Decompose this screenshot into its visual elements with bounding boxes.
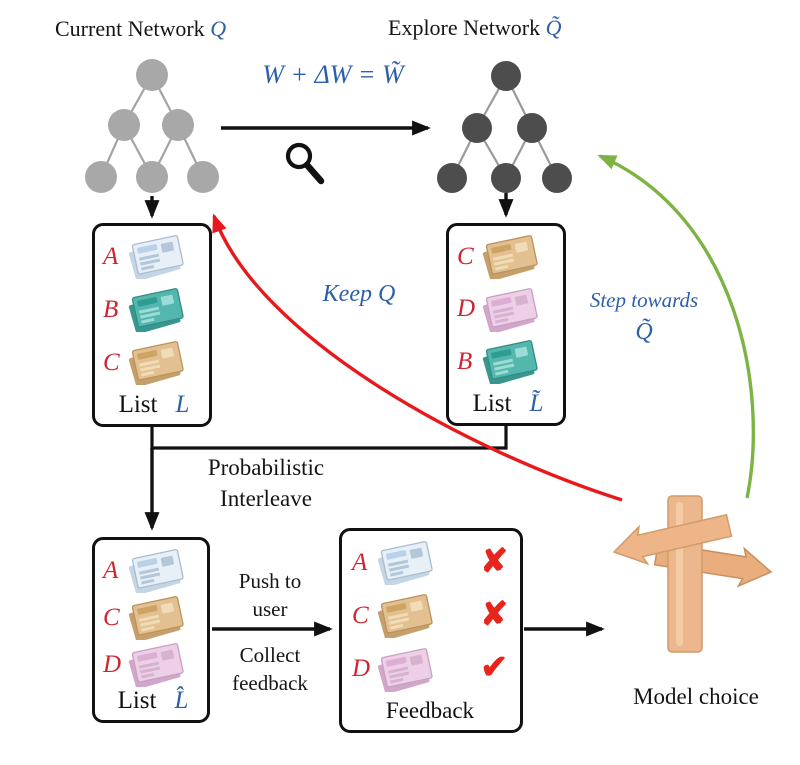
news-icon: [128, 286, 186, 332]
item-letter: C: [352, 601, 369, 629]
item-letter: D: [352, 655, 371, 683]
signpost-icon: [612, 495, 773, 653]
list-label: List: [118, 391, 158, 418]
step-towards-arrow: [597, 154, 756, 499]
check-mark-icon: ✔: [480, 650, 508, 687]
collect-feedback-label: Collect feedback: [208, 642, 332, 697]
keep-q-label: Keep Q: [322, 281, 396, 307]
list-item: D: [457, 286, 559, 332]
feedback-label: Feedback: [385, 697, 475, 723]
list-symbol: L̂: [174, 687, 189, 714]
list-label: List: [472, 389, 512, 417]
list-footer: List L̂: [103, 688, 203, 713]
explore-network-title: Explore Network Q̃: [388, 15, 562, 41]
news-icon: [128, 594, 186, 640]
interleave-connector: [150, 424, 508, 450]
item-letter: B: [103, 295, 119, 323]
weight-update-formula: W + ΔW = W̃: [262, 60, 404, 89]
item-letter: D: [457, 295, 476, 323]
list-item: B: [103, 286, 205, 332]
item-letter: C: [103, 603, 120, 631]
list-item: C: [103, 339, 205, 385]
feedback-item: A ✘: [352, 539, 508, 585]
push-line1: Push to: [238, 569, 302, 593]
cross-mark-icon: ✘: [480, 596, 508, 633]
explore-list-box: C D B List L̃: [446, 223, 566, 426]
step-towards-line2: Q̃: [635, 319, 653, 346]
list-symbol: L: [175, 391, 190, 418]
list-item: C: [457, 233, 559, 279]
collect-line1: Collect: [239, 643, 301, 667]
list-label: List: [117, 687, 157, 714]
news-icon: [128, 339, 186, 385]
current-list-box: A B C List L: [92, 223, 212, 427]
current-network-title: Current Network Q: [55, 16, 226, 42]
interleave-line1: Probabilistic: [207, 455, 325, 480]
item-letter: A: [352, 548, 368, 576]
news-icon: [377, 646, 435, 692]
current-network-title-label: Current Network: [55, 16, 205, 41]
feedback-item: D ✔: [352, 646, 508, 692]
item-letter: C: [457, 242, 474, 270]
push-to-user-label: Push to user: [214, 568, 326, 623]
news-icon: [128, 233, 186, 279]
item-letter: A: [103, 242, 119, 270]
news-icon: [128, 641, 186, 687]
explore-network-title-label: Explore Network: [388, 15, 541, 40]
list-footer: List L̃: [457, 391, 559, 416]
item-letter: B: [457, 347, 473, 375]
feedback-box: A ✘ C ✘ D ✔ Feedback: [339, 528, 523, 733]
step-towards-line1: Step towards: [589, 288, 699, 312]
feedback-item: C ✘: [352, 592, 508, 639]
current-network-symbol: Q: [210, 16, 227, 41]
current-network-graph: [85, 59, 219, 193]
list-symbol: L̃: [529, 389, 544, 417]
interleaved-list-box: A C D List L̂: [92, 537, 210, 723]
news-icon: [128, 547, 186, 593]
magnifier-icon: [285, 142, 325, 185]
interleave-line2: Interleave: [220, 486, 312, 512]
list-footer: List L: [103, 392, 205, 417]
step-towards-label: Step towards Q̃: [566, 287, 722, 347]
list-item: D: [103, 641, 203, 687]
item-letter: C: [103, 348, 120, 376]
model-choice-label: Model choice: [633, 684, 759, 709]
news-icon: [377, 539, 435, 585]
news-icon: [482, 286, 540, 332]
probabilistic-interleave-label: Probabilistic Interleave: [172, 452, 360, 514]
explore-network-graph: [437, 61, 572, 193]
news-icon: [482, 233, 540, 279]
push-line2: user: [252, 596, 288, 621]
item-letter: A: [103, 556, 119, 584]
item-letter: D: [103, 650, 122, 678]
list-item: C: [103, 594, 203, 640]
cross-mark-icon: ✘: [480, 543, 508, 580]
list-item: A: [103, 233, 205, 279]
list-item: B: [457, 338, 559, 385]
explore-network-symbol: Q̃: [545, 15, 562, 40]
news-icon: [482, 338, 540, 385]
list-item: A: [103, 547, 203, 593]
keep-q-arrow: [212, 213, 623, 502]
news-icon: [377, 592, 435, 639]
collect-line2: feedback: [232, 670, 308, 695]
